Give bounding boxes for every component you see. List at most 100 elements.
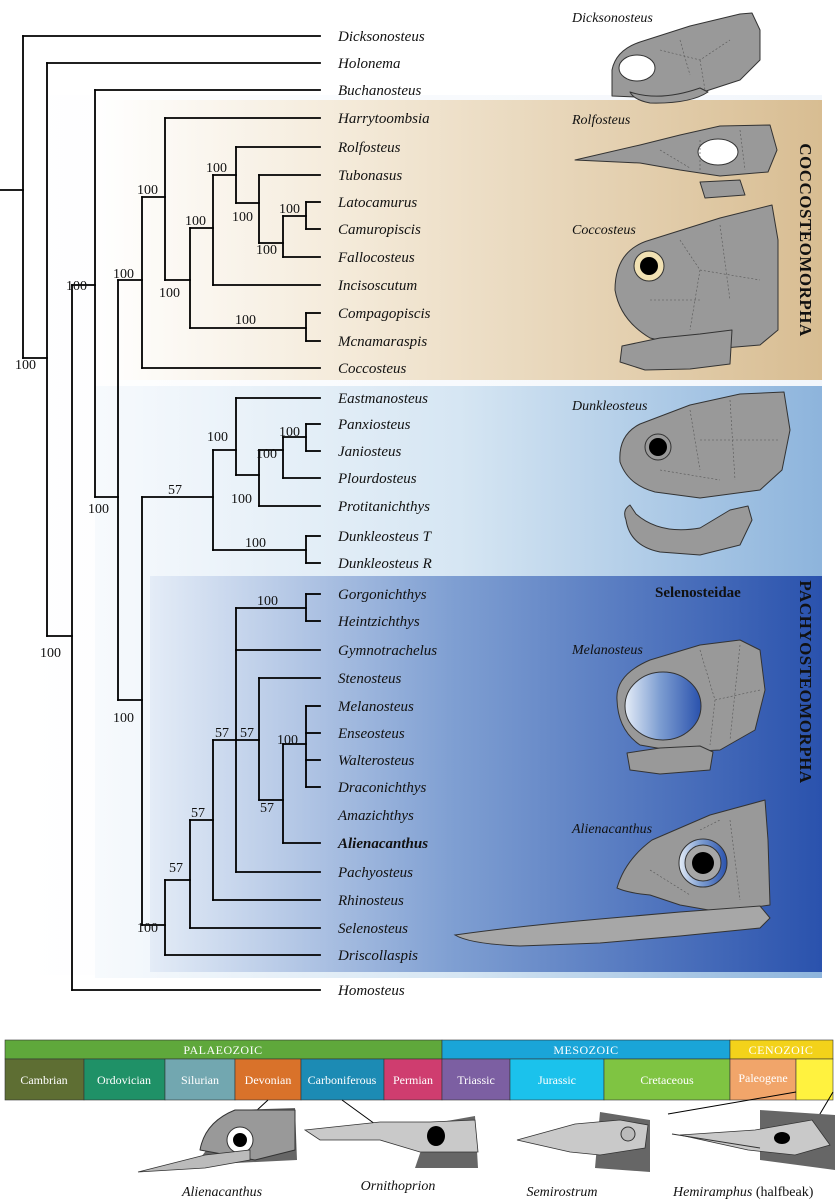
- svg-text:Carboniferous: Carboniferous: [308, 1073, 377, 1087]
- svg-text:PALAEOZOIC: PALAEOZOIC: [183, 1043, 262, 1057]
- svg-text:Ordovician: Ordovician: [97, 1073, 151, 1087]
- support-value: 100: [137, 183, 158, 198]
- support-value: 57: [240, 726, 254, 741]
- support-value: 100: [206, 161, 227, 176]
- taxon-labels: Dicksonosteus Holonema Buchanosteus Harr…: [337, 29, 437, 999]
- support-value: 100: [277, 733, 298, 748]
- taxon-label: Pachyosteus: [337, 865, 413, 881]
- support-value: 57: [215, 726, 229, 741]
- taxon-label: Compagopiscis: [338, 306, 431, 322]
- coccosteomorpha-label: COCCOSTEOMORPHA: [796, 143, 815, 337]
- support-value: 100: [88, 502, 109, 517]
- taxon-label: Dunkleosteus R: [337, 556, 432, 572]
- svg-text:Jurassic: Jurassic: [538, 1073, 576, 1087]
- period-ordovician: [83, 1058, 166, 1101]
- svg-text:Paleogene: Paleogene: [738, 1071, 787, 1085]
- support-value: 100: [232, 210, 253, 225]
- svg-text:Rolfosteus: Rolfosteus: [571, 113, 631, 128]
- taxon-label: Homosteus: [337, 983, 405, 999]
- taxon-label: Draconichthys: [337, 780, 426, 796]
- support-value: 57: [168, 483, 182, 498]
- taxon-label: Mcnamaraspis: [337, 334, 427, 350]
- support-value: 100: [256, 243, 277, 258]
- taxon-label: Fallocosteus: [337, 250, 415, 266]
- support-value: 100: [245, 536, 266, 551]
- skull-coccosteus: Coccosteus: [572, 204, 779, 371]
- support-values: 100 100 100 100 100 100 100 100 100 100 …: [15, 161, 300, 936]
- skull-dicksonosteus: Dicksonosteus: [571, 11, 761, 104]
- period-cretaceous: [603, 1058, 731, 1101]
- support-value: 100: [159, 286, 180, 301]
- taxon-label: Eastmanosteus: [337, 391, 428, 407]
- svg-text:Silurian: Silurian: [181, 1073, 219, 1087]
- support-value: 100: [15, 358, 36, 373]
- taxon-label: Gorgonichthys: [338, 587, 427, 603]
- selenosteidae-label: Selenosteidae: [655, 585, 741, 601]
- svg-text:Dicksonosteus: Dicksonosteus: [571, 11, 653, 26]
- taxon-label: Melanosteus: [337, 699, 414, 715]
- svg-text:CENOZOIC: CENOZOIC: [749, 1043, 814, 1057]
- svg-text:MESOZOIC: MESOZOIC: [553, 1043, 618, 1057]
- taxon-label-highlighted: Alienacanthus: [337, 836, 428, 852]
- taxon-label: Janiosteus: [338, 444, 401, 460]
- taxon-label: Enseosteus: [337, 726, 405, 742]
- period-devonian: [234, 1058, 302, 1101]
- period-carboniferous: [300, 1058, 385, 1101]
- period-permian: [383, 1058, 443, 1101]
- support-value: 100: [279, 202, 300, 217]
- fish-semirostrum: Semirostrum: [516, 1112, 650, 1200]
- svg-text:Ornithoprion: Ornithoprion: [361, 1179, 436, 1194]
- taxon-label: Stenosteus: [338, 671, 401, 687]
- support-value: 57: [191, 806, 205, 821]
- fish-ornithoprion: Ornithoprion: [303, 1116, 479, 1194]
- skull-rolfosteus: Rolfosteus: [571, 113, 778, 199]
- taxon-label: Buchanosteus: [338, 83, 421, 99]
- support-value: 57: [169, 861, 183, 876]
- phylogenetic-tree: [0, 35, 321, 991]
- period-triassic: [441, 1058, 511, 1101]
- fish-alienacanthus: Alienacanthus: [137, 1108, 297, 1200]
- period-paleogene: [729, 1058, 797, 1101]
- svg-text:Semirostrum: Semirostrum: [526, 1185, 597, 1200]
- taxon-label: Gymnotrachelus: [338, 643, 437, 659]
- svg-text:Devonian: Devonian: [245, 1073, 292, 1087]
- taxon-label: Rolfosteus: [337, 140, 401, 156]
- support-value: 100: [256, 447, 277, 462]
- taxon-label: Camuropiscis: [338, 222, 421, 238]
- support-value: 100: [235, 313, 256, 328]
- taxon-label: Rhinosteus: [337, 893, 404, 909]
- svg-text:Coccosteus: Coccosteus: [572, 223, 636, 238]
- svg-text:Permian: Permian: [393, 1073, 433, 1087]
- svg-text:Alienacanthus: Alienacanthus: [181, 1185, 263, 1200]
- taxon-label: Holonema: [337, 56, 401, 72]
- svg-text:Alienacanthus: Alienacanthus: [571, 822, 653, 837]
- period-silurian: [164, 1058, 236, 1101]
- support-value: 100: [113, 267, 134, 282]
- taxon-label: Tubonasus: [338, 168, 402, 184]
- support-value: 100: [257, 594, 278, 609]
- support-value: 57: [260, 801, 274, 816]
- hemiramphus-caption: Hemiramphus (halfbeak): [672, 1185, 814, 1200]
- svg-text:Triassic: Triassic: [457, 1073, 495, 1087]
- taxon-label: Latocamurus: [337, 195, 417, 211]
- svg-text:Dunkleosteus: Dunkleosteus: [571, 399, 648, 414]
- svg-text:Cambrian: Cambrian: [20, 1073, 67, 1087]
- taxon-label: Dunkleosteus T: [337, 529, 433, 545]
- svg-text:Melanosteus: Melanosteus: [571, 643, 643, 658]
- pachyosteomorpha-label: PACHYOSTEOMORPHA: [796, 580, 815, 783]
- taxon-label: Heintzichthys: [337, 614, 420, 630]
- skull-dunkleosteus: Dunkleosteus: [571, 391, 791, 556]
- support-value: 100: [66, 279, 87, 294]
- period-jurassic: [509, 1058, 605, 1101]
- taxon-label: Plourdosteus: [337, 471, 417, 487]
- support-value: 100: [185, 214, 206, 229]
- taxon-label: Protitanichthys: [337, 499, 430, 515]
- skull-alienacanthus: Alienacanthus: [453, 799, 771, 947]
- support-value: 100: [40, 646, 61, 661]
- taxon-label: Incisoscutum: [337, 278, 417, 294]
- taxon-label: Panxiosteus: [337, 417, 411, 433]
- taxon-label: Driscollaspis: [337, 948, 418, 964]
- svg-text:Cretaceous: Cretaceous: [640, 1073, 694, 1087]
- support-value: 100: [207, 430, 228, 445]
